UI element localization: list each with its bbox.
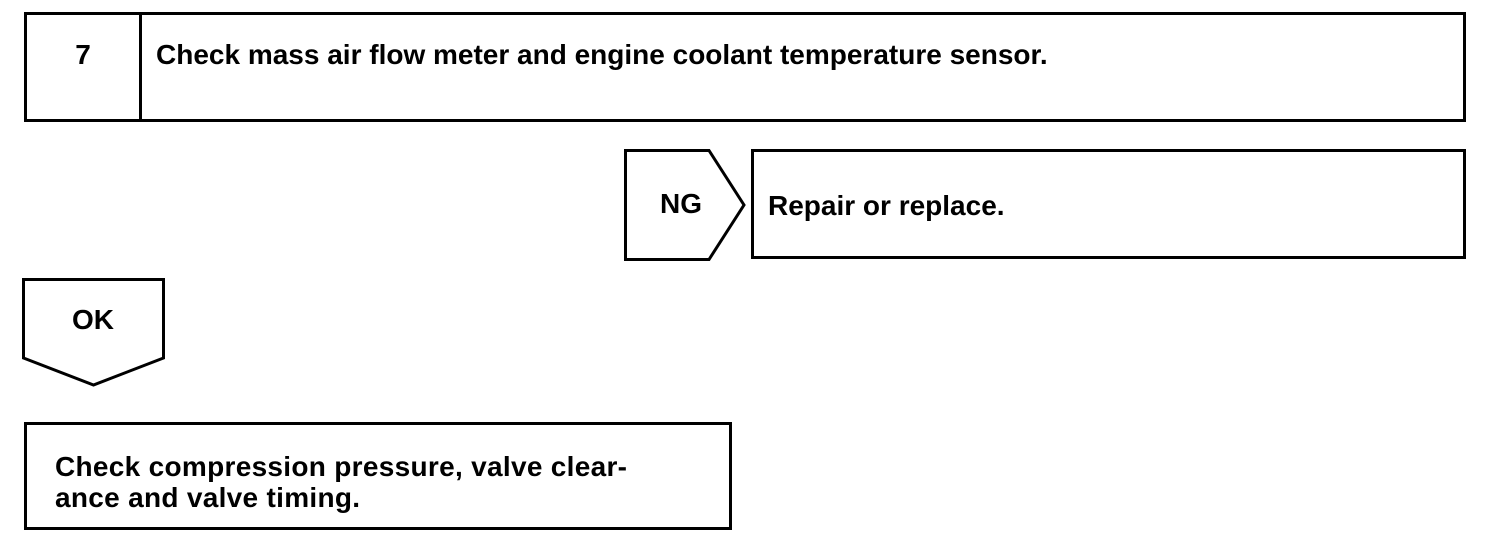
next-step-line-2: ance and valve timing. [55,482,361,513]
ng-label: NG [660,188,702,219]
ng-result-box: Repair or replace. [751,149,1466,259]
ng-arrow-shape [624,149,746,261]
ok-arrow-shape [22,278,165,387]
step-number: 7 [75,39,91,70]
next-step-line-1: Check compression pressure, valve clear- [55,451,628,482]
step-box: 7 Check mass air flow meter and engine c… [24,12,1466,122]
next-step-text: Check compression pressure, valve clear-… [55,451,715,513]
step-number-cell: 7 [27,15,142,119]
next-step-box: Check compression pressure, valve clear-… [24,422,732,530]
ok-label: OK [72,304,114,335]
ng-result-text: Repair or replace. [768,190,1005,221]
step-title: Check mass air flow meter and engine coo… [156,39,1048,70]
